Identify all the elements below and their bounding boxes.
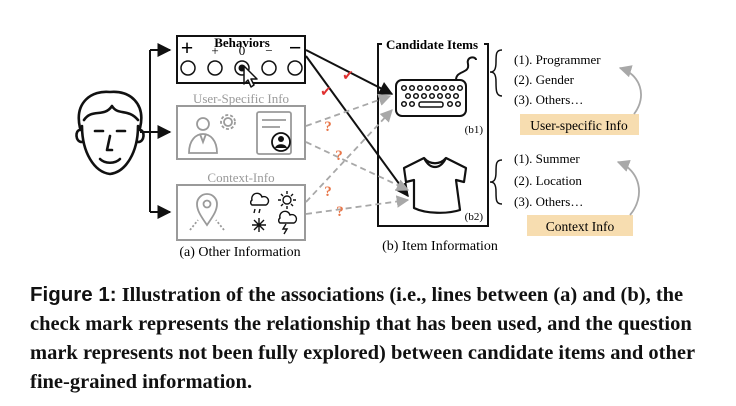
- user-specific-info-title: User-Specific Info: [193, 91, 289, 106]
- figure-caption: Figure 1: Illustration of the associatio…: [30, 280, 716, 397]
- b1-attribute-1: (1). Programmer: [514, 52, 601, 67]
- association-lines-gray: [305, 93, 410, 215]
- b1-attribute-3: (3). Others…: [514, 92, 583, 107]
- user-specific-info-badge: [520, 114, 639, 135]
- behaviors-title: Behaviors: [214, 35, 270, 50]
- behavior-sign-5: −: [289, 35, 302, 60]
- gear-icon: [220, 114, 236, 130]
- context-info-title: Context-Info: [207, 170, 274, 185]
- caption-label: Figure 1:: [30, 283, 117, 306]
- b2-attribute-3: (3). Others…: [514, 194, 583, 209]
- mouse-cursor-icon: [243, 65, 258, 88]
- behavior-sign-2: +: [211, 43, 218, 58]
- user-specific-info-badge-text: User-specific Info: [530, 118, 628, 133]
- context-info-badge: [527, 215, 633, 236]
- tshirt-icon: [402, 156, 468, 214]
- b1-attribute-2: (2). Gender: [514, 72, 575, 87]
- user-specific-info-box: User-Specific Info: [176, 91, 306, 160]
- profile-document-icon: [256, 111, 292, 155]
- context-info-badge-text: Context Info: [546, 219, 615, 234]
- candidate-items-title: Candidate Items: [386, 37, 478, 52]
- question-mark-2: ?: [335, 148, 343, 164]
- b2-curve-arrow: [616, 159, 640, 216]
- caption-text: Illustration of the associations (i.e., …: [30, 284, 695, 393]
- location-pin-icon: [189, 193, 225, 231]
- behavior-sign-3: 0: [239, 43, 246, 58]
- b2-brace: [489, 159, 503, 205]
- behavior-sign-1: +: [181, 35, 194, 60]
- label-a: (a) Other Information: [179, 245, 300, 260]
- question-mark-3: ?: [324, 184, 332, 200]
- professional-person-icon: [188, 117, 218, 154]
- check-mark-1: ✔: [342, 68, 354, 84]
- weather-icons: [250, 191, 298, 235]
- question-mark-1: ?: [324, 119, 332, 135]
- user-branch-arrows: [140, 43, 172, 219]
- b1-brace: [489, 49, 503, 97]
- check-mark-2: ✔: [320, 84, 332, 100]
- b2-attribute-2: (2). Location: [514, 173, 582, 188]
- user-face-icon: [75, 90, 145, 176]
- keyboard-icon: [395, 56, 477, 117]
- behaviors-box: Behaviors + + 0 − −: [176, 35, 306, 88]
- behavior-sign-4: −: [265, 43, 272, 58]
- label-b: (b) Item Information: [382, 239, 498, 254]
- context-info-box: Context-Info: [176, 170, 306, 241]
- question-mark-4: ?: [336, 204, 344, 220]
- b1-curve-arrow: [618, 65, 642, 115]
- item-b1-tag: (b1): [465, 124, 484, 136]
- candidate-items-bracket: [377, 43, 489, 227]
- b2-attribute-1: (1). Summer: [514, 151, 580, 166]
- item-b2-tag: (b2): [465, 211, 484, 223]
- association-lines-black: [305, 49, 409, 198]
- figure-diagram: Behaviors + + 0 − − User-Specific Info: [75, 35, 642, 260]
